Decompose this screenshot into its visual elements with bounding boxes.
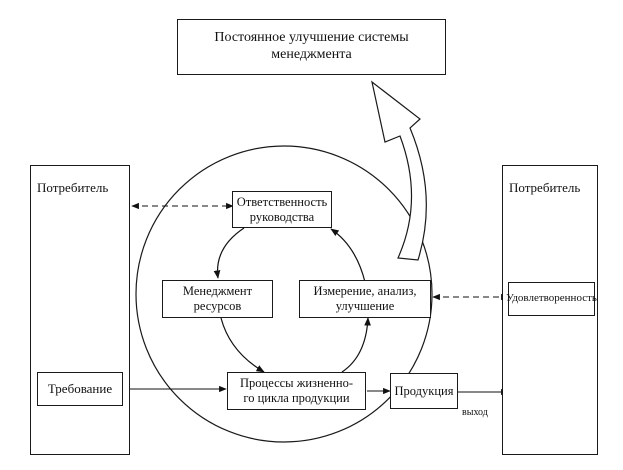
arc-processes-to-measurement bbox=[341, 317, 371, 373]
improvement-arrow bbox=[371, 80, 427, 261]
management-responsibility-line2: руководства bbox=[249, 209, 315, 224]
continuous-improvement-line1: Постоянное улучшение системы bbox=[214, 30, 409, 46]
product-label: Продукция bbox=[394, 383, 454, 398]
requirement-box: Требование bbox=[37, 372, 123, 406]
arc-measurement-to-responsibility bbox=[330, 228, 366, 283]
requirement-label: Требование bbox=[47, 381, 113, 397]
management-responsibility-line1: Ответственность bbox=[236, 194, 328, 209]
output-label: выход bbox=[462, 407, 488, 418]
lifecycle-processes-line1: Процессы жизненно- bbox=[240, 376, 353, 390]
resource-management-line2: ресурсов bbox=[193, 299, 242, 313]
satisfaction-label: Удовлетворенность bbox=[506, 292, 597, 305]
customer-right-title: Потребитель bbox=[509, 180, 581, 195]
lifecycle-processes-box: Процессы жизненно- го цикла продукции bbox=[227, 372, 366, 410]
lifecycle-processes-line2: го цикла продукции bbox=[243, 391, 350, 405]
measurement-analysis-line1: Измерение, анализ, bbox=[313, 284, 417, 298]
resource-management-box: Менеджмент ресурсов bbox=[162, 280, 273, 318]
qms-circle bbox=[135, 145, 433, 443]
customer-left-box bbox=[30, 165, 130, 455]
management-responsibility-box: Ответственность руководства bbox=[232, 191, 332, 228]
customer-left-title: Потребитель bbox=[37, 180, 109, 195]
satisfaction-box: Удовлетворенность bbox=[506, 282, 597, 316]
product-box: Продукция bbox=[390, 373, 458, 409]
continuous-improvement-line2: менеджмента bbox=[271, 47, 352, 62]
continuous-improvement-box: Постоянное улучшение системы менеджмента bbox=[177, 19, 446, 75]
measurement-analysis-line2: улучшение bbox=[335, 299, 395, 313]
resource-management-line1: Менеджмент bbox=[182, 284, 253, 298]
arc-responsibility-to-resources bbox=[213, 227, 245, 279]
measurement-analysis-box: Измерение, анализ, улучшение bbox=[299, 280, 431, 318]
arc-resources-to-processes bbox=[220, 317, 265, 373]
